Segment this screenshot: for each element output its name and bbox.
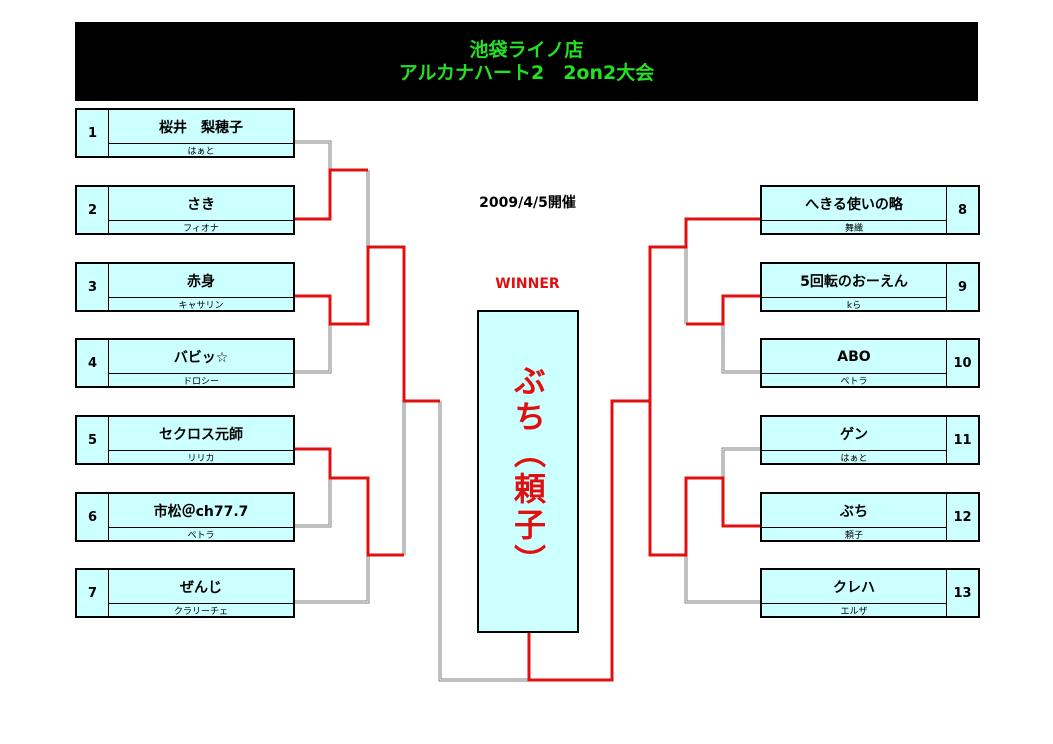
character-name: エルザ <box>840 606 868 617</box>
bracket-entry: 10 ABO ペトラ <box>760 338 980 388</box>
character-name: クラリーチェ <box>173 606 228 617</box>
player-name: 赤身 <box>109 264 293 298</box>
seed-number: 10 <box>946 340 978 386</box>
seed-number: 6 <box>77 494 109 540</box>
player-name: バビッ☆ <box>109 340 293 374</box>
bracket-entry: 13 クレハ エルザ <box>760 568 980 618</box>
seed-number: 7 <box>77 570 109 616</box>
bracket-entry: 11 ゲン はぁと <box>760 415 980 465</box>
player-name: 市松＠ch77.7 <box>109 494 293 528</box>
player-name: 桜井 梨穂子 <box>109 110 293 144</box>
seed-number: 13 <box>946 570 978 616</box>
winning-lines <box>294 168 760 682</box>
bracket-entry: 7 ぜんじ クラリーチェ <box>75 568 295 618</box>
title-line-1: 池袋ライノ店 <box>469 38 584 61</box>
seed-number: 3 <box>77 264 109 310</box>
seed-number: 1 <box>77 110 109 156</box>
character-name: フィオナ <box>183 223 219 234</box>
character-name: リリカ <box>187 453 215 464</box>
player-name: さき <box>109 187 293 221</box>
bracket-entry: 4 バビッ☆ ドロシー <box>75 338 295 388</box>
character-name: はぁと <box>187 146 215 157</box>
winner-label: WINNER <box>495 276 560 292</box>
player-name: セクロス元師 <box>109 417 293 451</box>
seed-number: 11 <box>946 417 978 463</box>
seed-number: 8 <box>946 187 978 233</box>
seed-number: 4 <box>77 340 109 386</box>
character-name: キャサリン <box>178 300 224 311</box>
player-name: へきる使いの略 <box>762 187 946 221</box>
bracket-entry: 9 5回転のおーえん kら <box>760 262 980 312</box>
event-date: 2009/4/5開催 <box>479 195 576 211</box>
player-name: ゲン <box>762 417 946 451</box>
seed-number: 5 <box>77 417 109 463</box>
character-name: 頼子 <box>844 530 863 541</box>
player-name: ぜんじ <box>109 570 293 604</box>
character-name: ペトラ <box>840 376 868 387</box>
character-name: ドロシー <box>182 376 219 387</box>
bracket-entry: 3 赤身 キャサリン <box>75 262 295 312</box>
bracket-entry: 6 市松＠ch77.7 ペトラ <box>75 492 295 542</box>
seed-number: 9 <box>946 264 978 310</box>
seed-number: 12 <box>946 494 978 540</box>
winner-box: ぶち（頼子） <box>477 310 579 633</box>
character-name: はぁと <box>840 453 868 464</box>
character-name: ペトラ <box>187 530 215 541</box>
bracket-entry: 12 ぶち 頼子 <box>760 492 980 542</box>
bracket-entry: 2 さき フィオナ <box>75 185 295 235</box>
bracket-entry: 5 セクロス元師 リリカ <box>75 415 295 465</box>
winner-name: ぶち（頼子） <box>509 363 547 580</box>
bracket-entry: 1 桜井 梨穂子 はぁと <box>75 108 295 158</box>
player-name: クレハ <box>762 570 946 604</box>
player-name: 5回転のおーえん <box>762 264 946 298</box>
character-name: 舞織 <box>844 223 863 234</box>
player-name: ABO <box>762 340 946 374</box>
character-name: kら <box>846 300 862 311</box>
player-name: ぶち <box>762 494 946 528</box>
seed-number: 2 <box>77 187 109 233</box>
bracket-entry: 8 へきる使いの略 舞織 <box>760 185 980 235</box>
title-line-2: アルカナハート2 2on2大会 <box>398 61 655 84</box>
title-banner: 池袋ライノ店 アルカナハート2 2on2大会 <box>75 22 978 101</box>
